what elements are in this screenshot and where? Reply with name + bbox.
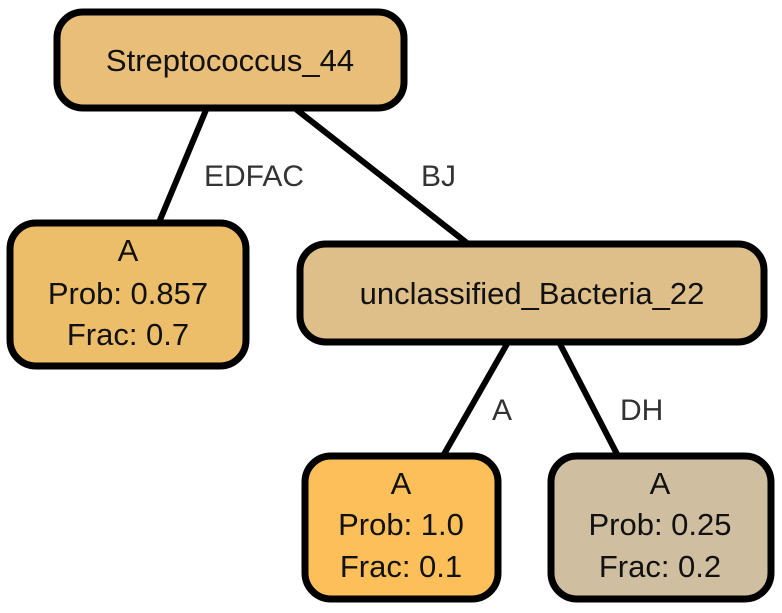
node-leaf-a-frac: Frac: 0.7 [67, 317, 189, 352]
node-leaf-a-box [6, 219, 250, 370]
edge-label-edfac: EDFAC [204, 160, 304, 193]
edge-label-bj: BJ [421, 160, 456, 193]
node-leaf-a: A Prob: 0.857 Frac: 0.7 [6, 219, 250, 370]
node-leaf-b: A Prob: 1.0 Frac: 0.1 [301, 452, 502, 603]
edge-root-to-leaf-a [157, 107, 209, 223]
node-streptococcus: Streptococcus_44 [53, 8, 408, 112]
node-leaf-a-prob: Prob: 0.857 [48, 276, 208, 311]
node-leaf-b-title: A [391, 466, 412, 501]
node-leaf-c-frac: Frac: 0.2 [599, 549, 721, 584]
node-leaf-c-prob: Prob: 0.25 [588, 507, 731, 542]
node-leaf-a-title: A [118, 233, 139, 268]
node-unclassified-bacteria-box [296, 240, 768, 346]
node-streptococcus-box [53, 8, 408, 112]
edge-label-dh: DH [620, 394, 663, 427]
node-leaf-b-frac: Frac: 0.1 [340, 549, 462, 584]
node-leaf-c-title: A [650, 466, 671, 501]
edge-label-a: A [492, 394, 512, 427]
node-unclassified-bacteria-label: unclassified_Bacteria_22 [360, 276, 705, 311]
edge-root-to-unclassified [294, 107, 470, 246]
edge-unclassified-to-leaf-c [557, 341, 621, 459]
node-streptococcus-label: Streptococcus_44 [106, 43, 354, 78]
node-leaf-c: A Prob: 0.25 Frac: 0.2 [547, 452, 775, 603]
node-leaf-b-prob: Prob: 1.0 [338, 507, 464, 542]
edge-unclassified-to-leaf-b [440, 341, 510, 459]
node-leaf-b-box [301, 452, 502, 603]
node-leaf-c-box [547, 452, 775, 603]
node-unclassified-bacteria: unclassified_Bacteria_22 [296, 240, 768, 346]
